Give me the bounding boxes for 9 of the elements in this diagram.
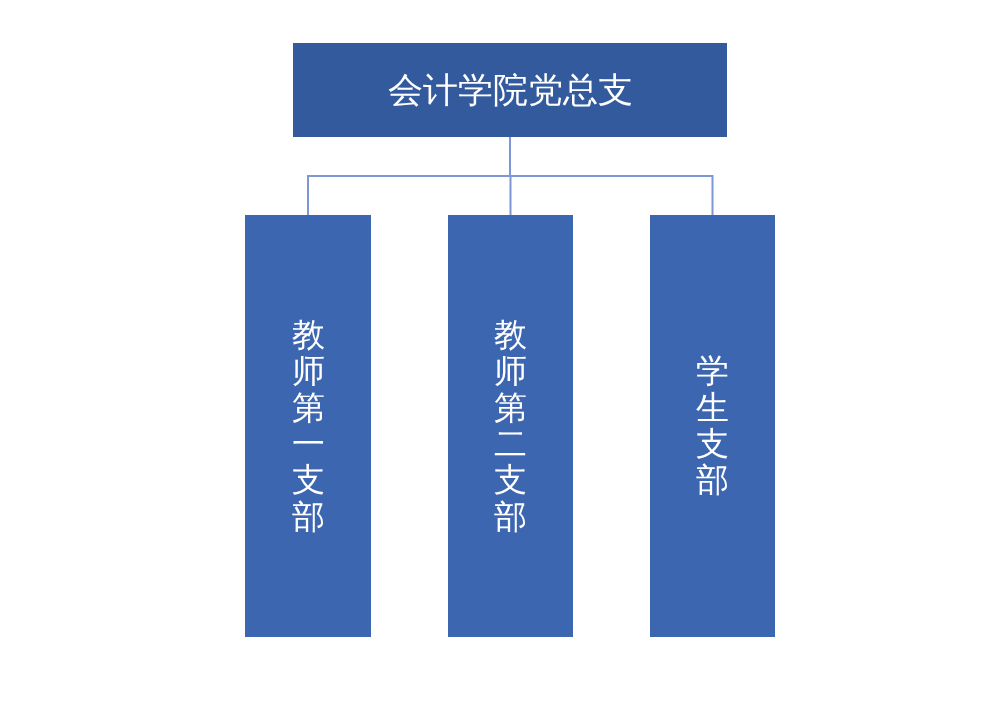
connector-line — [509, 136, 714, 216]
org-unit-label: 会计学院党总支 — [387, 68, 633, 112]
org-unit-label: 学生支部 — [696, 353, 729, 499]
org-unit-label: 教师第一支部 — [291, 317, 325, 535]
branch-org-box — [650, 215, 775, 637]
root-org-box — [293, 43, 727, 137]
branch-org-box — [448, 215, 573, 637]
branch-org-box — [245, 215, 371, 637]
org-unit-label: 教师第二支部 — [494, 317, 527, 535]
